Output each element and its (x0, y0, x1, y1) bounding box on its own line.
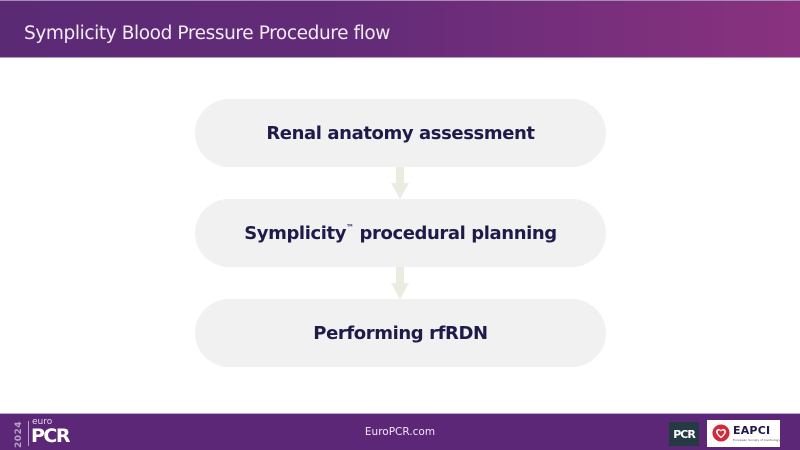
eapci-subtitle: European Society of Cardiology (733, 438, 781, 442)
flow-step-performing-rfrdn: Performing rfRDN (195, 299, 606, 367)
footer-website-link[interactable]: EuroPCR.com (364, 426, 436, 438)
slide-header: Symplicity Blood Pressure Procedure flow (0, 0, 800, 58)
logo-pcr-text: PCR (31, 425, 71, 447)
logo-divider (28, 421, 29, 446)
down-arrow-icon (391, 167, 409, 199)
flow-step-label: Performing rfRDN (313, 322, 488, 344)
flow-step-procedural-planning: Symplicity™ procedural planning (195, 199, 606, 267)
flow-step-renal-anatomy: Renal anatomy assessment (195, 99, 606, 167)
pcr-logo: PCR (669, 422, 699, 446)
slide-footer: 2024 euro PCR EuroPCR.com PCR EAPCI Euro… (0, 413, 800, 450)
heart-icon (712, 424, 730, 442)
down-arrow-icon (391, 267, 409, 299)
eapci-name: EAPCI (733, 424, 771, 437)
flow-step-label: Renal anatomy assessment (266, 122, 535, 144)
slide-title: Symplicity Blood Pressure Procedure flow (24, 23, 391, 44)
trademark-symbol: ™ (346, 222, 354, 232)
flow-step-label: Symplicity™ procedural planning (244, 223, 557, 244)
flow-step-label-rest: procedural planning (353, 222, 558, 244)
logo-euro-text: euro (32, 417, 53, 427)
flow-step-label-brand: Symplicity (244, 222, 347, 244)
eapci-logo: EAPCI European Society of Cardiology (707, 420, 780, 447)
